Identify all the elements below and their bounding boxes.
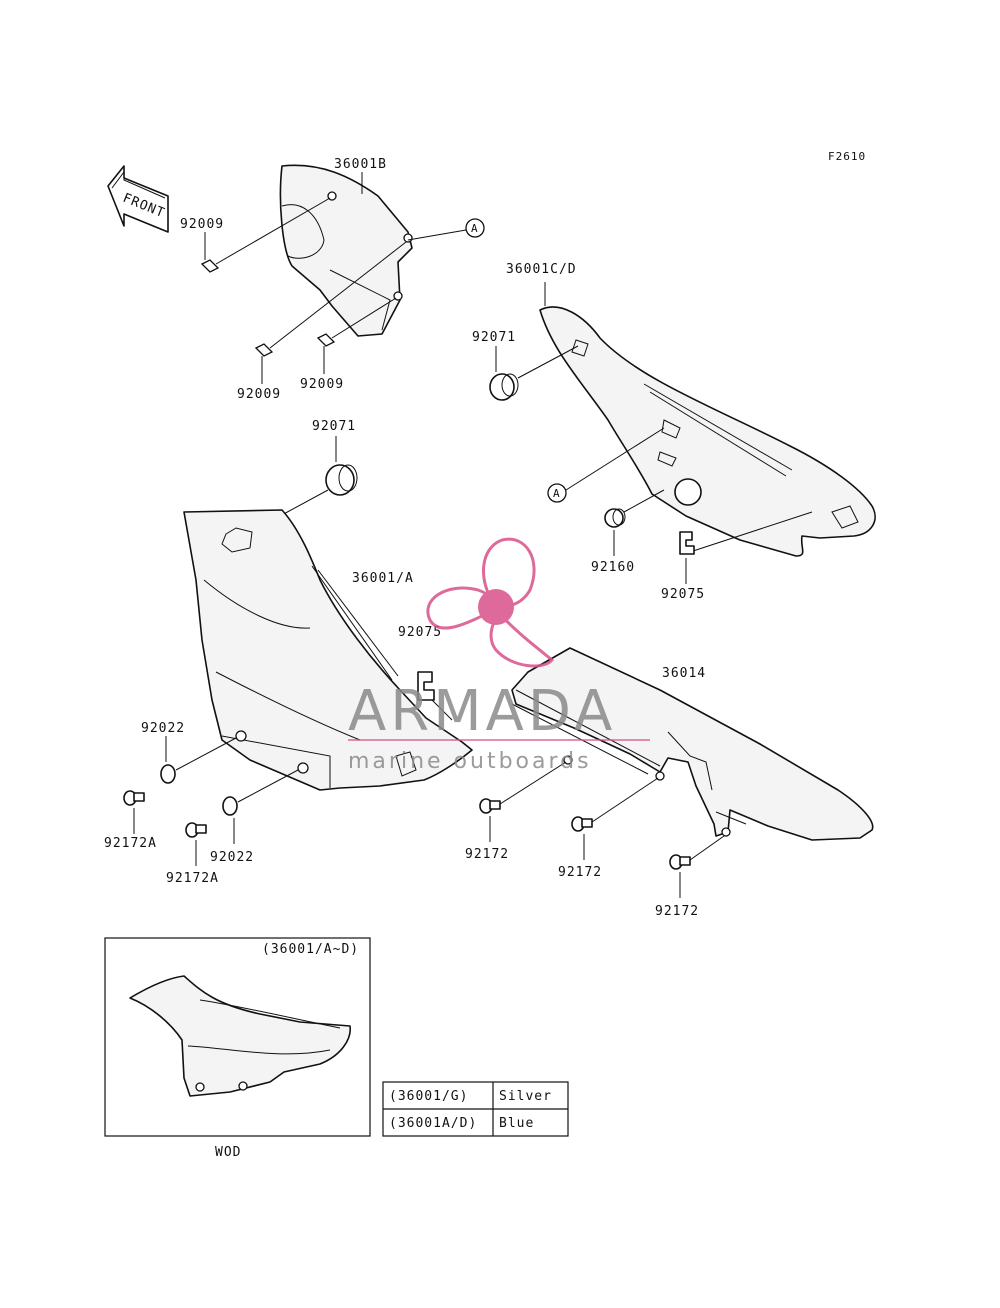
grommet-small-label: 92160 — [591, 560, 635, 575]
grommet-icon — [489, 345, 579, 401]
reference-mark-a-label: A — [553, 487, 561, 500]
washer-lower-label: 92022 — [210, 850, 254, 865]
watermark-brand: ARMADA — [348, 679, 616, 744]
clip-left-label: 92075 — [398, 625, 442, 640]
watermark: ARMADA marine outboards — [348, 537, 650, 774]
screw-top-label: 92009 — [180, 217, 224, 232]
inset-caption: WOD — [215, 1145, 241, 1160]
side-cover-right-part — [539, 306, 876, 557]
legend-part-cell: (36001A/D) — [389, 1116, 477, 1131]
side-cover-left-label: 36001/A — [352, 571, 414, 586]
washer-icon — [160, 737, 237, 784]
legend-color-cell: Blue — [499, 1116, 534, 1131]
bolt-middle-label: 92172 — [558, 865, 602, 880]
bolt-icon — [123, 790, 145, 806]
grommet-right-label: 92071 — [472, 330, 516, 345]
reference-mark-a-label: A — [471, 222, 479, 235]
inset-title: (36001/A~D) — [262, 942, 359, 957]
legend-part-cell: (36001/G) — [389, 1089, 468, 1104]
side-cover-left-part — [183, 509, 473, 791]
grommet-icon — [604, 489, 665, 528]
inset-box: (36001/A~D) — [104, 937, 371, 1137]
screw-left-label: 92009 — [237, 387, 281, 402]
bolt-icon — [479, 761, 567, 814]
screw-icon — [254, 241, 407, 357]
clip-icon — [417, 671, 453, 721]
washer-icon — [222, 769, 299, 816]
reference-mark-a: A — [407, 218, 485, 241]
screw-right-label: 92009 — [300, 377, 344, 392]
bolt-right-label: 92172 — [655, 904, 699, 919]
washer-upper-label: 92022 — [141, 721, 185, 736]
chain-cover-label: 36014 — [662, 666, 706, 681]
legend-color-cell: Silver — [499, 1089, 552, 1104]
reference-mark-a: A — [547, 427, 665, 503]
watermark-tagline: marine outboards — [348, 749, 592, 774]
clip-right-label: 92075 — [661, 587, 705, 602]
grommet-left-label: 92071 — [312, 419, 356, 434]
side-cover-right-label: 36001C/D — [506, 262, 577, 277]
color-legend-table: (36001/G) Silver (36001A/D) Blue — [382, 1081, 569, 1137]
figure-code: F2610 — [828, 150, 866, 163]
bolt-icon — [185, 822, 207, 838]
screw-icon — [200, 197, 331, 273]
clip-icon — [679, 531, 695, 555]
upper-cover-label: 36001B — [334, 157, 387, 172]
bolt-icon — [669, 835, 725, 870]
screw-icon — [316, 297, 397, 347]
bolt-icon — [571, 777, 659, 832]
upper-cover-part — [279, 164, 413, 337]
bolt-center-label: 92172 — [465, 847, 509, 862]
front-arrow-icon: FRONT — [107, 165, 169, 233]
bolt-a-lower-label: 92172A — [166, 871, 219, 886]
grommet-icon — [279, 464, 358, 517]
bolt-a-upper-label: 92172A — [104, 836, 157, 851]
propeller-logo-icon — [426, 537, 555, 668]
